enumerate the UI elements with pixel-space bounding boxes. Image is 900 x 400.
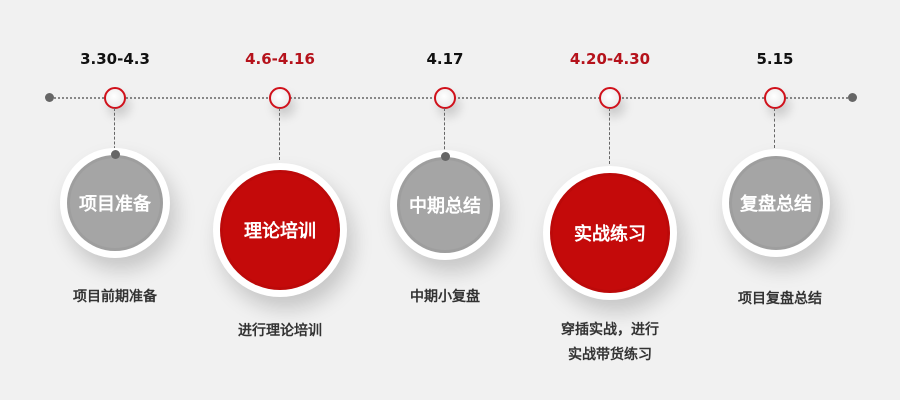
stage-description: 穿插实战，进行 实战带货练习 <box>520 318 700 368</box>
timeline-marker <box>434 87 456 109</box>
stage-circle: 项目准备 <box>60 148 170 258</box>
connector-line <box>114 108 115 154</box>
stage-title: 理论培训 <box>220 170 340 290</box>
stage-description-line: 实战带货练习 <box>568 347 652 363</box>
connector-line <box>774 108 775 148</box>
stage-date: 4.17 <box>426 50 464 68</box>
stage-description-line: 穿插实战，进行 <box>561 322 659 338</box>
connector-line <box>609 108 610 164</box>
connector-line <box>279 108 280 160</box>
stage-date: 3.30-4.3 <box>80 50 150 68</box>
connector-dot <box>441 152 450 161</box>
stage-circle: 中期总结 <box>390 150 500 260</box>
stage-title: 复盘总结 <box>729 156 823 250</box>
stage-date: 4.20-4.30 <box>569 50 651 68</box>
timeline-marker <box>764 87 786 109</box>
stage-description: 进行理论培训 <box>238 323 322 339</box>
timeline-marker <box>269 87 291 109</box>
connector-dot <box>111 150 120 159</box>
timeline-marker <box>599 87 621 109</box>
stage-title: 项目准备 <box>67 155 163 251</box>
timeline-end-dot <box>848 93 857 102</box>
stage-title: 实战练习 <box>550 173 670 293</box>
stage-circle: 复盘总结 <box>722 149 830 257</box>
connector-line <box>444 108 445 154</box>
stage-description: 中期小复盘 <box>410 289 480 305</box>
stage-date: 4.6-4.16 <box>245 50 315 68</box>
timeline-marker <box>104 87 126 109</box>
timeline-start-dot <box>45 93 54 102</box>
stage-title: 中期总结 <box>397 157 493 253</box>
stage-description: 项目前期准备 <box>73 289 157 305</box>
stage-circle: 实战练习 <box>543 166 677 300</box>
stage-circle: 理论培训 <box>213 163 347 297</box>
stage-date: 5.15 <box>756 50 794 68</box>
stage-description: 项目复盘总结 <box>738 291 822 307</box>
